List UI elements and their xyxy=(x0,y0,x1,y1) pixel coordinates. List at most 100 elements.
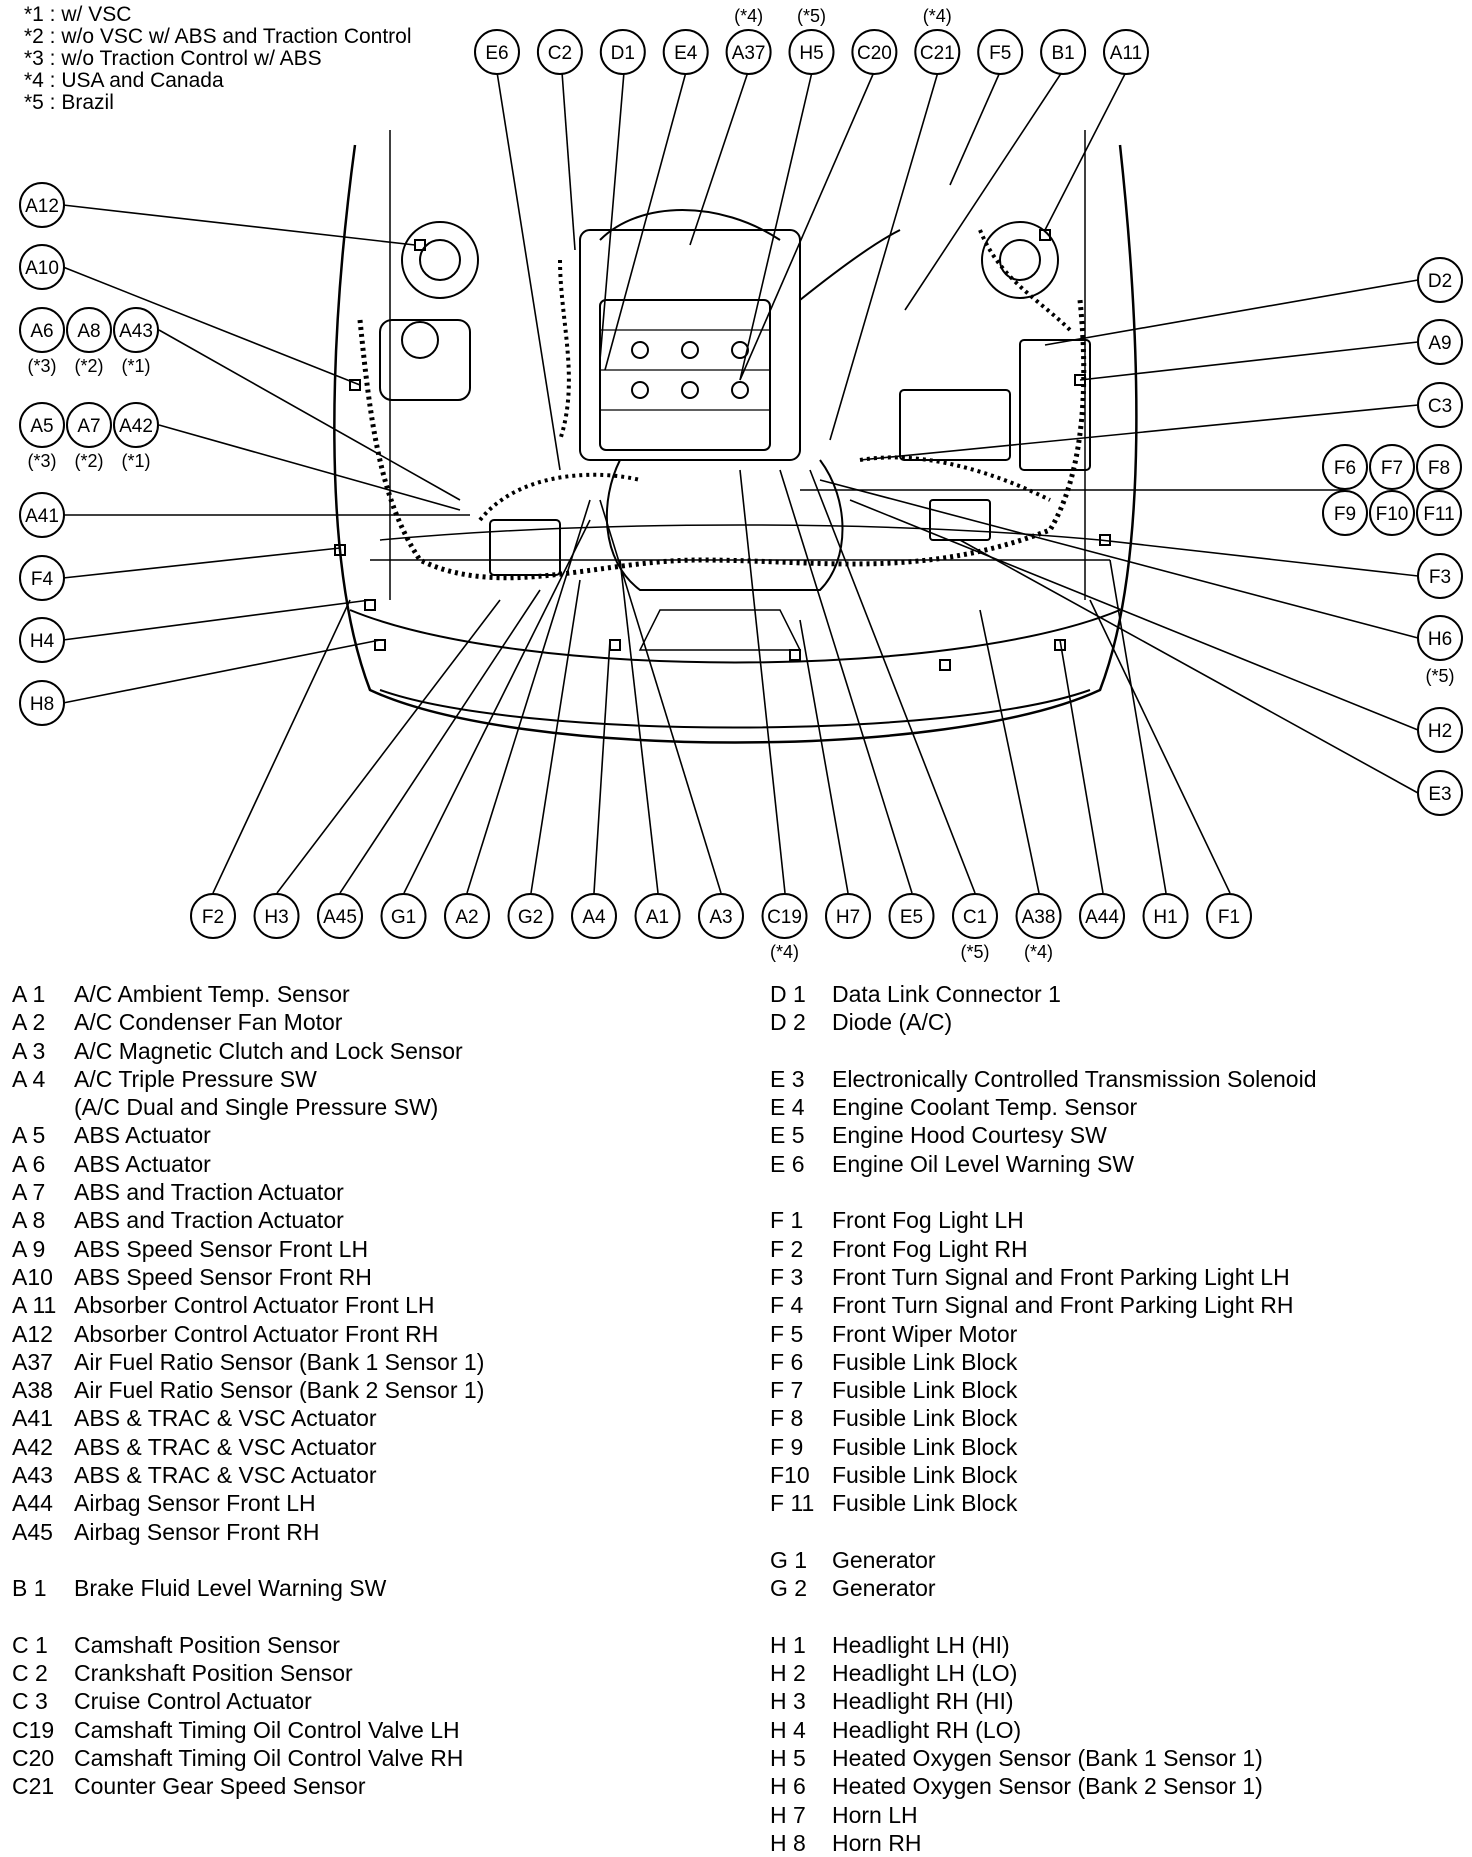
callout-circle xyxy=(1369,490,1415,536)
legend-code: H 3 xyxy=(770,1688,806,1715)
callout-label: A7 xyxy=(77,416,100,437)
legend-name: A/C Condenser Fan Motor xyxy=(74,1009,343,1036)
legend-code: C19 xyxy=(12,1716,55,1743)
legend-code: B 1 xyxy=(12,1575,47,1602)
callout-label: C1 xyxy=(963,907,987,928)
callout-label: C3 xyxy=(1428,396,1452,417)
callout-circle xyxy=(380,893,427,939)
callout-circle xyxy=(444,893,490,939)
callout-label: F5 xyxy=(989,43,1011,64)
legend-code: H 4 xyxy=(770,1716,806,1743)
callout-circle xyxy=(1142,893,1189,939)
callout-circle xyxy=(1322,444,1368,490)
legend-gap xyxy=(12,1603,484,1631)
footnote-5: *5 : Brazil xyxy=(24,91,114,114)
legend-name: Heated Oxygen Sensor (Bank 2 Sensor 1) xyxy=(832,1773,1263,1800)
callout-circle xyxy=(1015,893,1062,939)
callout-f9: F9 xyxy=(1322,490,1368,536)
legend-code: C 3 xyxy=(12,1688,48,1715)
callout-circle xyxy=(66,402,112,448)
legend-code: A42 xyxy=(12,1433,53,1460)
note-c19: (*4) xyxy=(770,942,799,962)
legend-code: A41 xyxy=(12,1405,53,1432)
callout-label: C21 xyxy=(920,43,955,64)
callout-circle xyxy=(474,29,520,75)
callout-e4: E4 xyxy=(662,29,709,75)
legend-gap xyxy=(12,1546,484,1574)
callout-label: H8 xyxy=(30,694,54,715)
note-c1: (*5) xyxy=(960,942,989,962)
legend-code: H 7 xyxy=(770,1801,806,1828)
callout-circle xyxy=(977,29,1024,75)
callout-circle xyxy=(1103,29,1149,75)
callout-label: D1 xyxy=(611,43,635,64)
legend-name: A/C Triple Pressure SW xyxy=(74,1065,317,1092)
callout-circle xyxy=(113,402,159,448)
legend-code: F 9 xyxy=(770,1433,804,1460)
footnote-1: *1 : w/ VSC xyxy=(24,3,132,26)
callout-circle xyxy=(317,893,363,939)
note-row1-0: (*3) xyxy=(27,356,56,376)
legend-code: H 5 xyxy=(770,1745,806,1772)
callout-c20: C20 xyxy=(851,29,898,75)
callout-circle xyxy=(1369,444,1415,490)
note-row2-0: (*3) xyxy=(27,451,56,471)
callout-label: H3 xyxy=(264,907,288,928)
legend-code: E 5 xyxy=(770,1122,805,1149)
callout-circle xyxy=(1417,553,1463,599)
callout-circle xyxy=(113,307,159,353)
legend-name: Front Fog Light LH xyxy=(832,1207,1024,1234)
callout-a43: A43 xyxy=(113,307,159,353)
legend-row: B 1 Brake Fluid Level Warning SW xyxy=(12,1574,484,1602)
legend-code: F 2 xyxy=(770,1235,804,1262)
legend-name: ABS Actuator xyxy=(74,1150,211,1177)
callout-label: A9 xyxy=(1428,333,1451,354)
note-row2-2: (*1) xyxy=(121,451,150,471)
legend-code: A 6 xyxy=(12,1150,46,1177)
callout-label: H5 xyxy=(799,43,823,64)
legend-name: ABS Speed Sensor Front LH xyxy=(74,1235,369,1262)
legend-name: ABS and Traction Actuator xyxy=(74,1207,344,1234)
callout-label: A12 xyxy=(25,196,59,217)
callout-label: F7 xyxy=(1381,458,1403,479)
legend-row: H 3 Headlight RH (HI) xyxy=(770,1687,1317,1715)
callout-f6: F6 xyxy=(1322,444,1368,490)
callout-circle xyxy=(1417,615,1463,661)
callout-h8: H8 xyxy=(19,680,65,726)
callout-label: E6 xyxy=(485,43,508,64)
callout-label: A44 xyxy=(1085,907,1119,928)
legend-name: Headlight LH (LO) xyxy=(832,1660,1018,1687)
legend-name: Headlight RH (HI) xyxy=(832,1688,1014,1715)
footnote-4: *4 : USA and Canada xyxy=(24,69,224,92)
callout-circle xyxy=(19,182,65,228)
callout-a37: A37 xyxy=(725,29,772,75)
legend-code: A 11 xyxy=(12,1292,57,1319)
callout-h5: H5 xyxy=(788,29,835,75)
callout-label: H4 xyxy=(30,631,55,652)
callout-a44: A44 xyxy=(1079,893,1125,939)
legend-name: Brake Fluid Level Warning SW xyxy=(74,1575,387,1602)
legend-name: Front Wiper Motor xyxy=(832,1320,1018,1347)
legend-name: Fusible Link Block xyxy=(832,1490,1018,1517)
callout-f11: F11 xyxy=(1416,490,1462,536)
callout-f4: F4 xyxy=(19,555,65,601)
legend-name: Engine Oil Level Warning SW xyxy=(832,1150,1135,1177)
legend-name: Front Turn Signal and Front Parking Ligh… xyxy=(832,1292,1294,1319)
callout-circle xyxy=(634,893,681,939)
legend-code: A 7 xyxy=(12,1179,46,1206)
callout-label: B1 xyxy=(1051,43,1074,64)
callout-circle xyxy=(19,492,65,538)
callout-label: A42 xyxy=(119,416,153,437)
legend-code: H 6 xyxy=(770,1773,806,1800)
callout-label: F9 xyxy=(1334,504,1356,525)
callout-label: A4 xyxy=(582,907,606,928)
